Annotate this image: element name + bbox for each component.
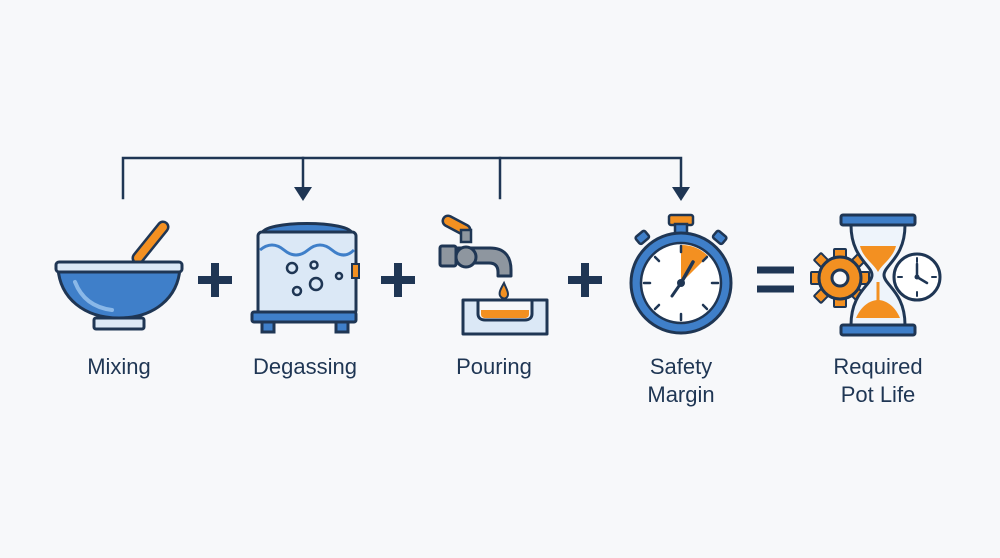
plus-operator-1 [198, 263, 232, 297]
mixing-bowl-icon [54, 220, 184, 331]
bracket-top-line [121, 156, 683, 200]
plus-operator-2 [381, 263, 415, 297]
equals-operator [757, 266, 794, 293]
hourglass-gear-clock-icon [810, 213, 942, 337]
clock-icon [892, 252, 942, 302]
stopwatch-icon [629, 213, 733, 335]
connector-bracket [121, 156, 690, 201]
plus-operator-3 [568, 263, 602, 297]
step-label-pouring: Pouring [456, 354, 532, 379]
step-label-degassing: Degassing [253, 354, 357, 379]
step-label-safety-margin: Safety Margin [647, 354, 715, 407]
step-label-mixing: Mixing [87, 354, 151, 379]
gear-icon [810, 248, 870, 308]
result-label-required-pot-life: Required Pot Life [833, 354, 923, 407]
arrowhead-degassing [294, 187, 312, 201]
arrowhead-safety [672, 187, 690, 201]
pouring-faucet-icon [438, 214, 549, 336]
degassing-chamber-icon [250, 222, 360, 334]
